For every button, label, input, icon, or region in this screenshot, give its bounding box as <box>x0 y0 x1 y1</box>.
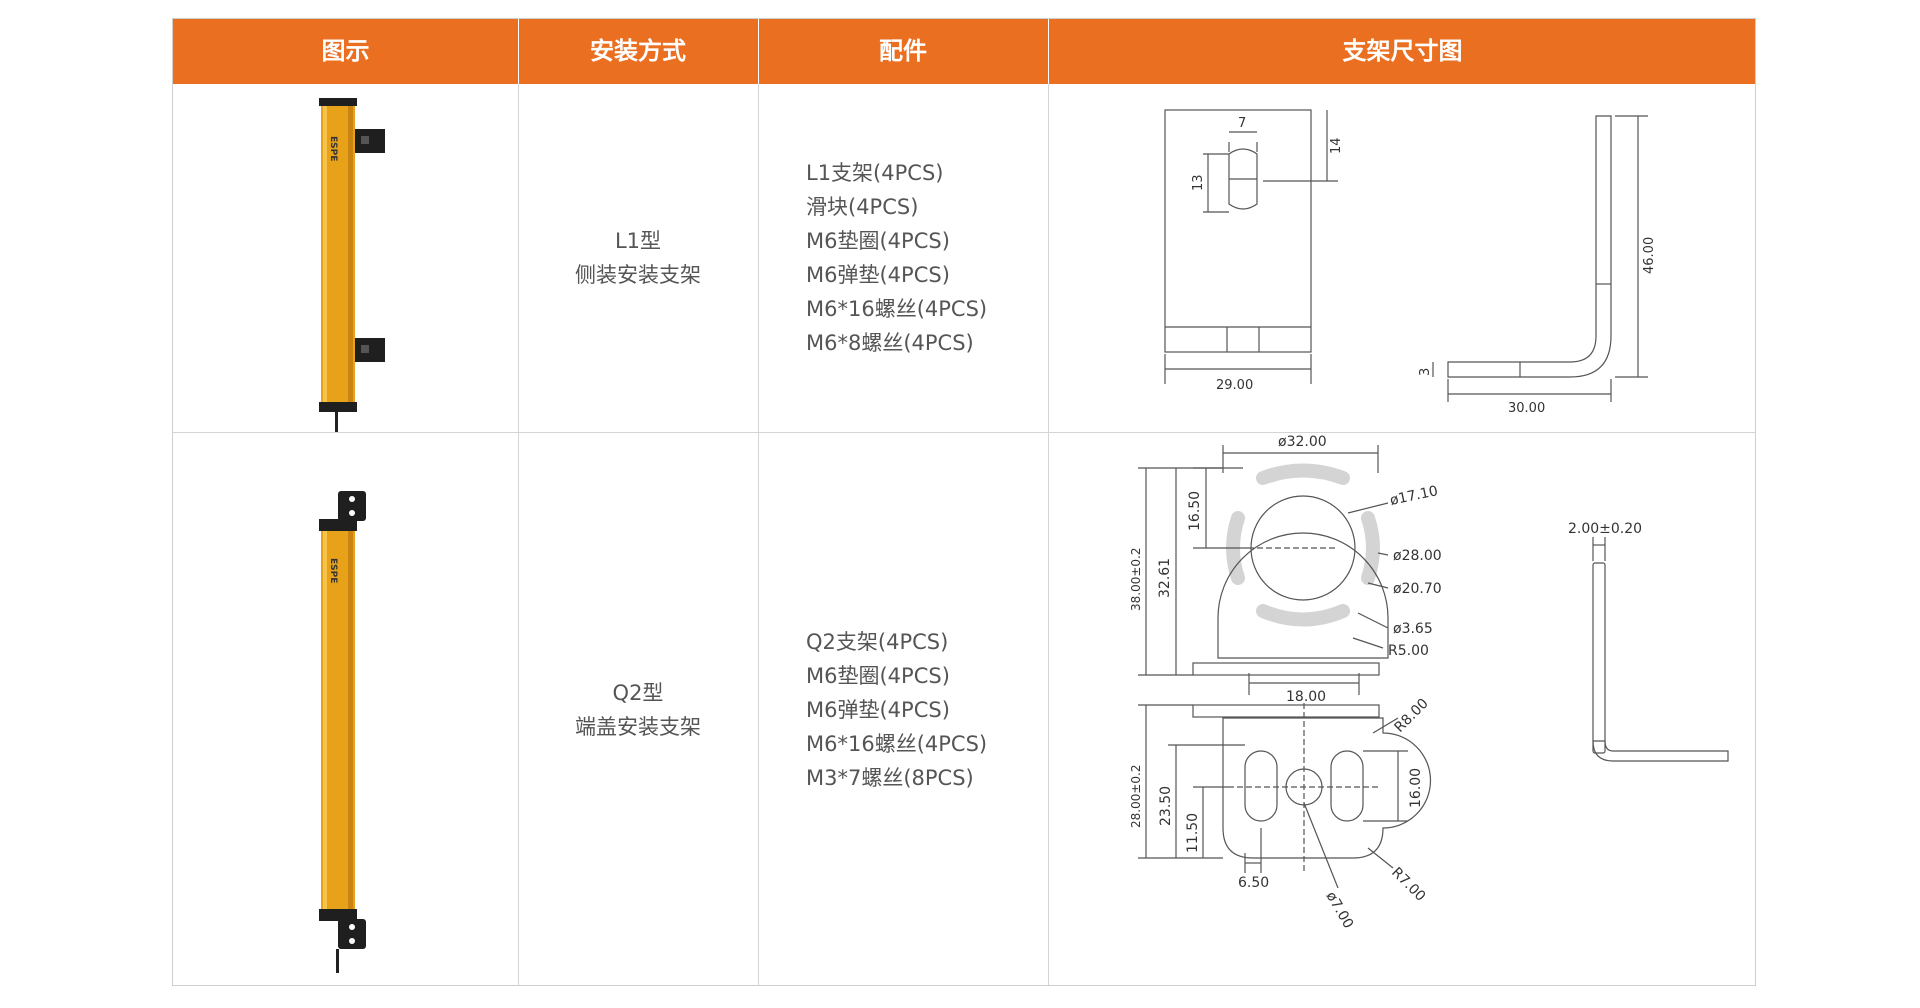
mount-model: L1型 <box>614 229 662 253</box>
dim-label: 18.00 <box>1286 689 1326 705</box>
dim-label: R5.00 <box>1388 643 1429 659</box>
table-header: 图示 安装方式 配件 支架尺寸图 <box>173 19 1755 84</box>
dim-label: 14 <box>1329 137 1344 154</box>
dim-label: 11.50 <box>1185 813 1201 853</box>
header-divider <box>1048 19 1049 84</box>
header-divider <box>518 19 519 84</box>
list-item: M6*16螺丝(4PCS) <box>806 297 988 321</box>
light-curtain-sensor-image: ESPE <box>319 491 366 973</box>
dim-label: 46.00 <box>1642 237 1657 274</box>
dim-label: ø20.70 <box>1393 581 1442 597</box>
list-item: M6垫圈(4PCS) <box>806 663 950 688</box>
dim-label: R8.00 <box>1392 696 1432 736</box>
dim-label: 32.61 <box>1157 558 1173 598</box>
dim-label: R7.00 <box>1388 865 1428 905</box>
dim-label: 16.50 <box>1187 491 1203 531</box>
list-item: M6*16螺丝(4PCS) <box>806 731 988 756</box>
list-item: M6弹垫(4PCS) <box>806 263 950 287</box>
row1-illustration: ESPE <box>173 84 518 432</box>
row2-illustration: ESPE <box>173 433 518 986</box>
dim-label: 13 <box>1191 174 1206 191</box>
list-item: 滑块(4PCS) <box>806 195 919 219</box>
dim-label: 6.50 <box>1238 875 1269 891</box>
mount-model: Q2型 <box>612 680 664 705</box>
dim-label: ø3.65 <box>1393 621 1433 637</box>
row1-bracket-drawing: 7 14 13 29.00 46.00 3 30.00 <box>1048 84 1757 432</box>
row1-accessories: L1支架(4PCS) 滑块(4PCS) M6垫圈(4PCS) M6弹垫(4PCS… <box>758 84 1048 432</box>
dim-label: ø28.00 <box>1393 548 1442 564</box>
mount-description: 端盖安装支架 <box>575 714 701 739</box>
brand-logo: ESPE <box>328 136 338 161</box>
row-divider <box>173 432 1755 433</box>
dim-label: ø32.00 <box>1278 434 1327 450</box>
row2-mount-method: Q2型 端盖安装支架 <box>518 433 758 986</box>
dim-label: ø17.10 <box>1389 483 1440 509</box>
accessory-table: 图示 安装方式 配件 支架尺寸图 ESPE L1型 侧装安装支架 <box>172 18 1756 986</box>
list-item: M6垫圈(4PCS) <box>806 229 950 253</box>
dim-label: 28.00±0.2 <box>1129 765 1143 829</box>
q2-bracket-dimension-drawing: ø32.00 16.50 32.61 38.00±0.2 ø17.10 ø28.… <box>1129 434 1729 931</box>
column-divider <box>758 19 759 985</box>
list-item: M6*8螺丝(4PCS) <box>806 331 974 355</box>
brand-logo: ESPE <box>328 558 338 583</box>
mount-description: 侧装安装支架 <box>575 263 701 287</box>
row1-mount-method: L1型 侧装安装支架 <box>518 84 758 432</box>
dim-label: 7 <box>1238 116 1246 131</box>
dim-label: 3 <box>1418 368 1433 376</box>
dim-label: 2.00±0.20 <box>1568 521 1642 537</box>
list-item: M3*7螺丝(8PCS) <box>806 765 974 790</box>
light-curtain-sensor-image: ESPE <box>319 98 385 432</box>
column-divider <box>518 19 519 985</box>
dim-label: 16.00 <box>1408 768 1424 808</box>
column-divider <box>1048 19 1049 985</box>
header-mount-method: 安装方式 <box>590 37 686 65</box>
dim-label: ø7.00 <box>1323 889 1357 931</box>
list-item: L1支架(4PCS) <box>806 161 944 185</box>
dim-label: 38.00±0.2 <box>1129 548 1143 612</box>
header-accessories: 配件 <box>879 37 927 65</box>
list-item: M6弹垫(4PCS) <box>806 697 950 722</box>
row2-accessories: Q2支架(4PCS) M6垫圈(4PCS) M6弹垫(4PCS) M6*16螺丝… <box>758 433 1048 986</box>
l1-bracket-dimension-drawing: 7 14 13 29.00 46.00 3 30.00 <box>1164 109 1657 416</box>
header-divider <box>758 19 759 84</box>
header-bracket-dimensions: 支架尺寸图 <box>1342 37 1463 65</box>
header-illustration: 图示 <box>321 37 370 65</box>
dim-label: 29.00 <box>1216 378 1253 393</box>
dim-label: 30.00 <box>1508 401 1545 416</box>
row2-bracket-drawing: ø32.00 16.50 32.61 38.00±0.2 ø17.10 ø28.… <box>1048 433 1757 986</box>
dim-label: 23.50 <box>1158 786 1174 826</box>
list-item: Q2支架(4PCS) <box>806 629 949 654</box>
